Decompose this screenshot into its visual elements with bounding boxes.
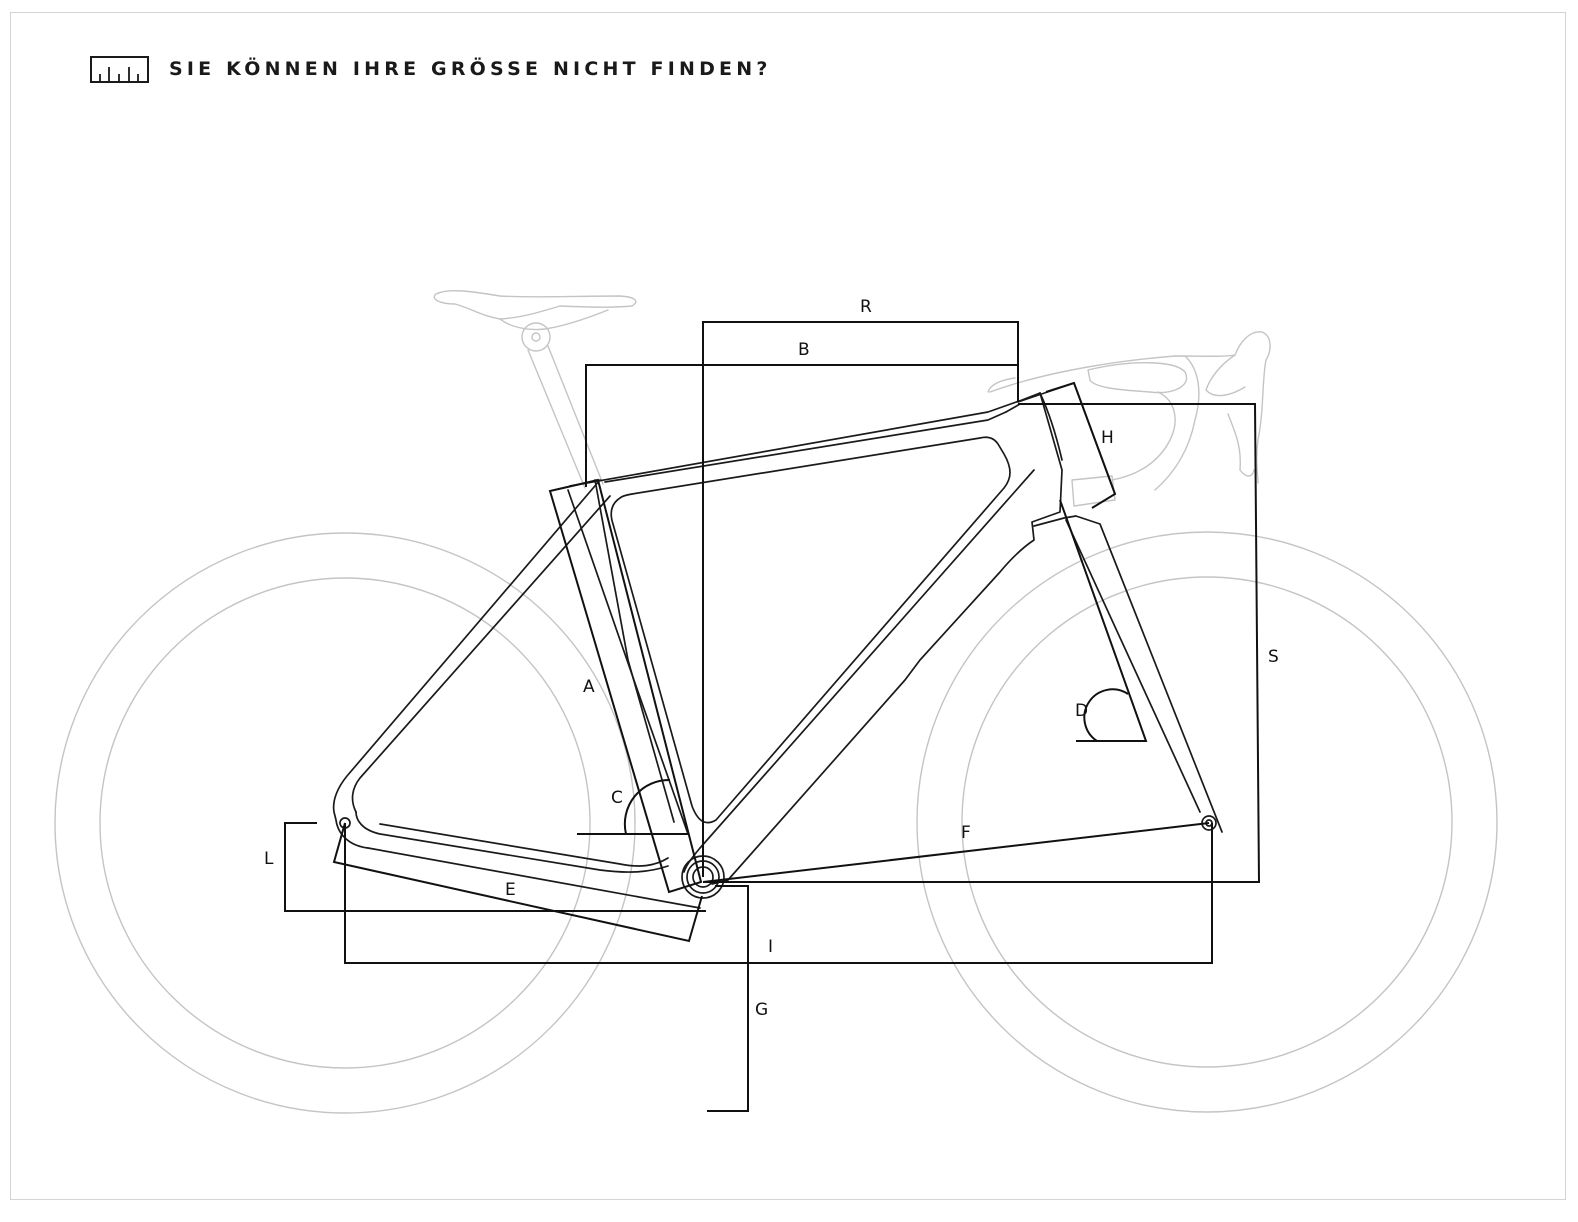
size-help-header[interactable]: SIE KÖNNEN IHRE GRÖSSE NICHT FINDEN? (90, 54, 772, 84)
label-c: C (611, 788, 623, 808)
label-r: R (860, 297, 872, 317)
front-center-line (702, 822, 1210, 883)
bb-height-line (707, 885, 749, 1112)
head-angle-arc (1083, 688, 1129, 742)
rear-wheel-inner (99, 577, 591, 1069)
label-i: I (768, 937, 773, 957)
label-a: A (583, 677, 595, 697)
ruler-icon (90, 56, 149, 83)
chainstay-length-line (332, 822, 703, 943)
seat-tube-length-line (548, 478, 703, 894)
seatpost (527, 345, 604, 489)
front-wheel-inner (961, 576, 1453, 1068)
label-d: D (1075, 701, 1088, 721)
label-h: H (1101, 428, 1114, 448)
page-frame (10, 12, 1566, 1200)
wheelbase-line (344, 823, 1213, 964)
stack-line (703, 403, 1261, 883)
label-b: B (798, 340, 810, 360)
label-f: F (961, 823, 971, 843)
handlebar-icon (987, 331, 1271, 507)
seat-angle-arc (623, 778, 671, 835)
page-title: SIE KÖNNEN IHRE GRÖSSE NICHT FINDEN? (169, 58, 772, 80)
front-wheel-outer (916, 531, 1498, 1113)
label-e: E (505, 880, 516, 900)
saddle-icon (433, 290, 637, 352)
rear-wheel-outer (54, 532, 636, 1114)
dimension-labels: R B H S A D C F L E I G (264, 297, 1279, 1020)
label-s: S (1268, 647, 1279, 667)
label-l: L (264, 849, 274, 869)
head-tube-length-line (1045, 381, 1117, 509)
ghost-bike (54, 290, 1498, 1114)
label-g: G (755, 1000, 768, 1020)
reach-line (702, 321, 1019, 877)
bb-drop-line (284, 822, 706, 912)
top-tube-length-line (585, 364, 1018, 487)
bike-frame (332, 382, 1223, 909)
geometry-dimensions (284, 321, 1261, 1112)
head-angle-line (1059, 499, 1148, 742)
